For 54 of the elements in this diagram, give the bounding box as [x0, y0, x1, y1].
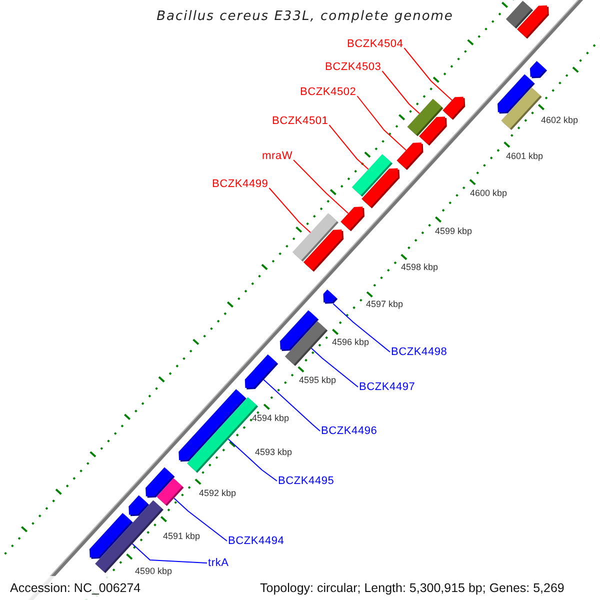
position-label: 4596 kbp [332, 337, 370, 347]
gene-feature [396, 142, 424, 170]
gene-label: mraW [262, 150, 293, 162]
leader-line [263, 379, 320, 432]
gene-bar [284, 321, 328, 366]
gene-feature [340, 206, 364, 232]
leader-line [132, 543, 208, 564]
position-label: 4591 kbp [163, 531, 200, 541]
gene-label: BCZK4501 [272, 115, 328, 127]
gene-feature [362, 168, 400, 208]
gene-label: BCZK4495 [278, 475, 334, 487]
position-label: 4594 kbp [252, 413, 290, 423]
leader-line [293, 160, 349, 214]
gene-feature [323, 290, 338, 304]
gene-label: BCZK4496 [321, 425, 378, 437]
position-label: 4600 kbp [470, 188, 508, 198]
leader-line [404, 48, 452, 101]
position-label: 4601 kbp [506, 151, 544, 161]
gene-label: BCZK4504 [347, 38, 404, 50]
leader-line [310, 348, 358, 388]
gene-bar [156, 478, 184, 506]
gene-feature [89, 512, 133, 559]
gene-feature [442, 96, 466, 120]
leader-line [356, 96, 407, 151]
gene-feature [530, 61, 548, 78]
position-label: 4599 kbp [435, 226, 472, 236]
position-label: 4595 kbp [299, 375, 336, 385]
gene-bar [501, 87, 542, 130]
gene-feature [418, 116, 447, 146]
position-label: 4598 kbp [401, 262, 438, 272]
position-label: 4597 kbp [366, 299, 404, 309]
gene-label: trkA [208, 557, 229, 569]
diagram-title: Bacillus cereus E33L, complete genome [156, 9, 454, 24]
gene-feature [244, 354, 278, 390]
position-label: 4602 kbp [541, 115, 578, 125]
genome-stats-text: Topology: circular; Length: 5,300,915 bp; Genes: 5,269 [260, 581, 564, 595]
gene-label: BCZK4499 [212, 178, 268, 190]
gene-label: BCZK4502 [300, 86, 356, 98]
accession-text: Accession: NC_006274 [10, 581, 141, 595]
gene-label: BCZK4498 [391, 346, 448, 358]
gene-label: BCZK4494 [228, 535, 284, 547]
leader-line [328, 124, 369, 170]
gene-feature [303, 229, 344, 272]
position-label: 4590 kbp [135, 566, 172, 576]
gene-label: BCZK4503 [325, 61, 382, 73]
leader-line [332, 303, 390, 352]
position-label: 4592 kbp [199, 488, 236, 498]
position-label: 4593 kbp [255, 447, 292, 457]
leader-line [228, 438, 278, 482]
leader-line [268, 188, 311, 233]
leader-line [174, 498, 228, 542]
gene-feature [516, 5, 549, 39]
gene-label: BCZK4497 [359, 381, 416, 393]
leader-line [382, 70, 420, 114]
